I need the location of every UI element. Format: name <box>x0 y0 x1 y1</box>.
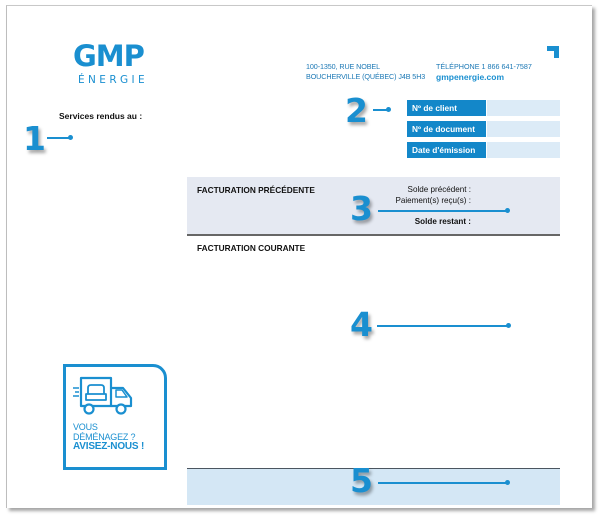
previous-billing-title: FACTURATION PRÉCÉDENTE <box>197 185 315 195</box>
callout-3-dot <box>505 208 510 213</box>
callout-2-dot <box>386 107 391 112</box>
callout-5-leader <box>378 482 508 484</box>
corner-mark-icon <box>547 46 559 58</box>
client-number-value <box>487 100 560 116</box>
callout-3-leader <box>378 210 508 212</box>
company-phone: TÉLÉPHONE 1 866 641-7587 <box>436 62 532 71</box>
moving-ad-line-2: DÉMÉNAGEZ ? <box>73 432 136 442</box>
moving-truck-icon <box>73 376 133 415</box>
address-line-2: BOUCHERVILLE (QUÉBEC) J4B 5H3 <box>306 72 426 81</box>
callout-1-leader <box>47 137 71 139</box>
document-number-value <box>487 121 560 137</box>
callout-number-5: 5 <box>350 461 373 500</box>
address-line-1: 100-1350, RUE NOBEL <box>306 62 381 71</box>
callout-2-leader <box>373 109 389 111</box>
issue-date-value <box>487 142 560 158</box>
remaining-balance-label: Solde restant : <box>414 217 471 226</box>
callout-4-dot <box>506 323 511 328</box>
logo-brand: GMP <box>73 39 145 73</box>
payments-received-label: Paiement(s) reçu(s) : <box>395 196 471 205</box>
callout-number-3: 3 <box>350 189 373 228</box>
callout-number-2: 2 <box>345 91 368 130</box>
payment-stub-band <box>187 468 560 505</box>
client-number-label: Nº de client <box>407 100 486 116</box>
company-address: 100-1350, RUE NOBEL BOUCHERVILLE (QUÉBEC… <box>306 62 425 82</box>
document-number-field: Nº de document <box>407 121 560 137</box>
services-rendered-label: Services rendus au : <box>59 111 143 121</box>
callout-1-dot <box>68 135 73 140</box>
current-billing-title: FACTURATION COURANTE <box>197 243 306 253</box>
issue-date-label: Date d'émission <box>407 142 486 158</box>
moving-ad-line-3: AVISEZ-NOUS ! <box>73 441 145 452</box>
bill-page: GMP ÉNERGIE Services rendus au : 100-135… <box>6 5 592 508</box>
callout-number-1: 1 <box>23 119 46 158</box>
client-number-field: Nº de client <box>407 100 560 116</box>
moving-ad-line-1: VOUS <box>73 422 98 432</box>
previous-balance-label: Solde précédent : <box>407 185 471 194</box>
document-number-label: Nº de document <box>407 121 486 137</box>
callout-4-leader <box>377 325 509 327</box>
previous-billing-section <box>187 177 560 236</box>
issue-date-field: Date d'émission <box>407 142 560 158</box>
callout-5-dot <box>505 480 510 485</box>
logo-subtitle: ÉNERGIE <box>78 74 149 86</box>
moving-ad-text: VOUS DÉMÉNAGEZ ? AVISEZ-NOUS ! <box>73 422 144 452</box>
callout-number-4: 4 <box>350 305 373 344</box>
company-website: gmpenergie.com <box>436 72 505 82</box>
